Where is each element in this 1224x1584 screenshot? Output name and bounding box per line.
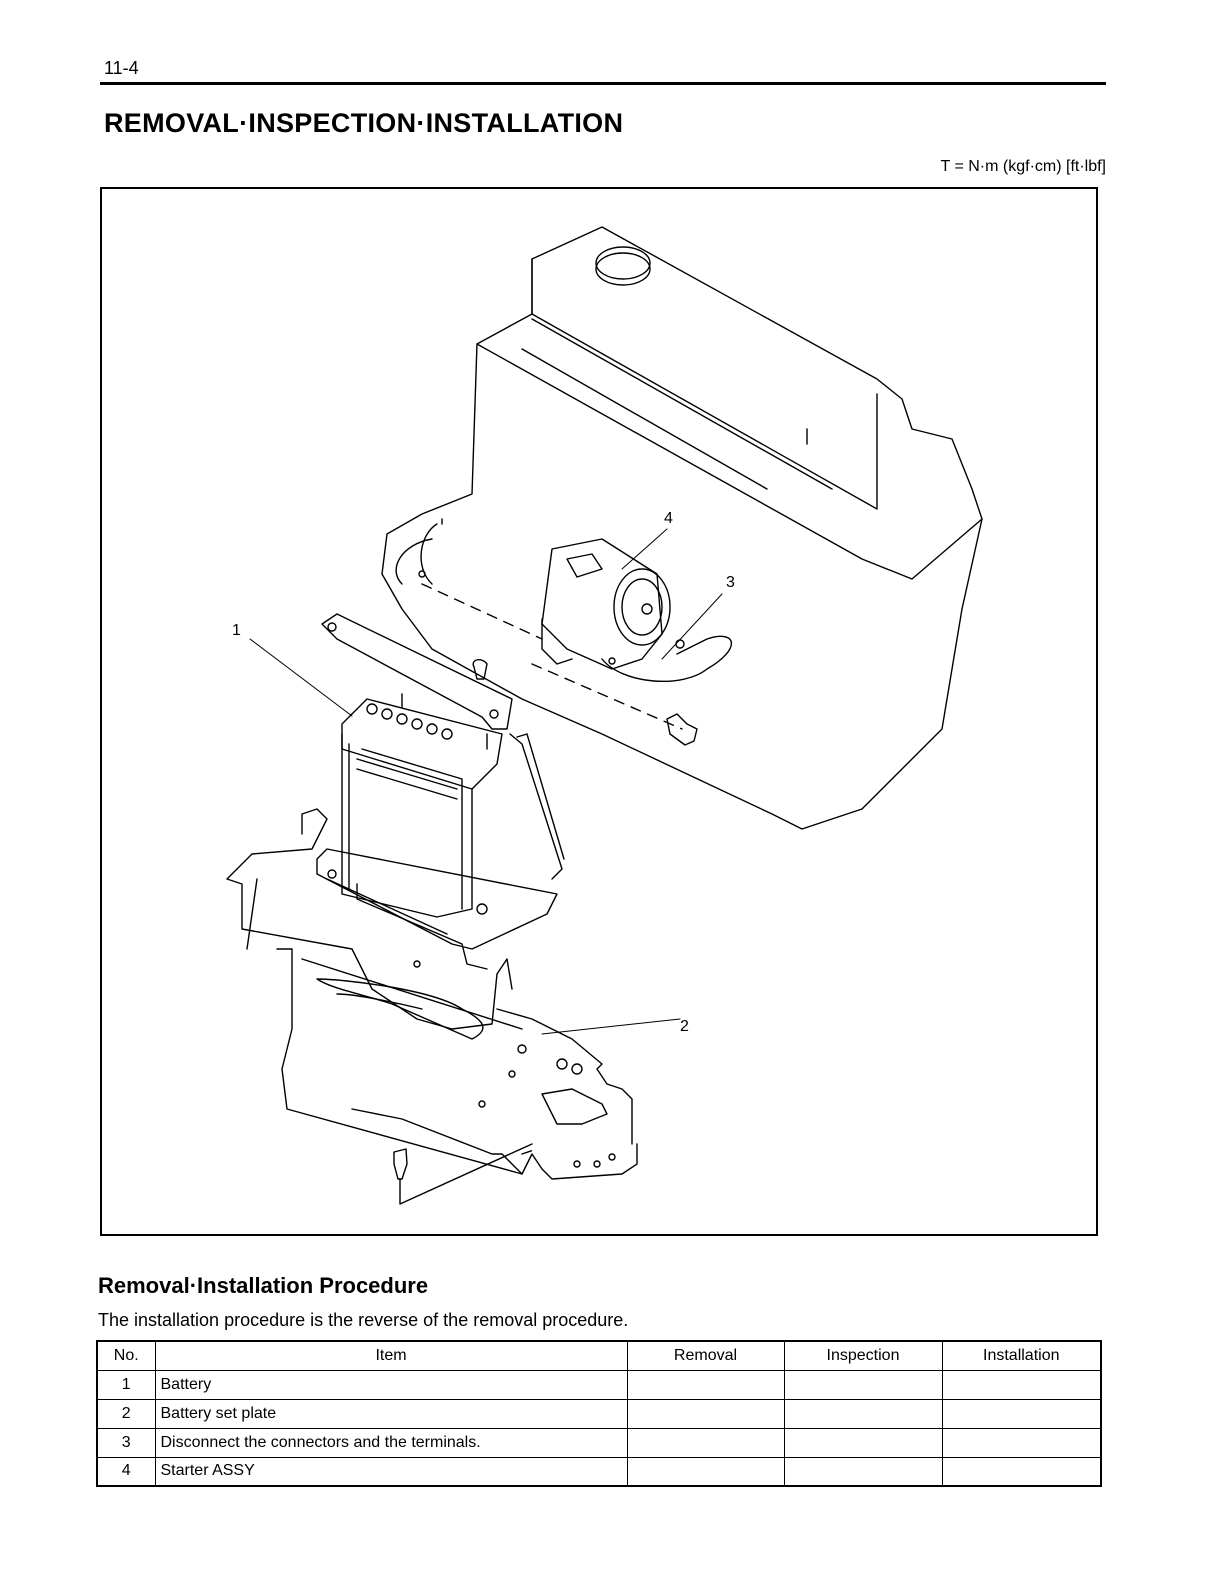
- procedure-table: No. Item Removal Inspection Installation…: [96, 1340, 1102, 1487]
- row-item: Battery set plate: [154, 1398, 628, 1429]
- battery-set-plate-drawing: [226, 808, 638, 1180]
- header-rule: [100, 82, 1106, 85]
- inspection-cell: [783, 1369, 943, 1400]
- removal-cell: [626, 1456, 785, 1487]
- table-header-row: No. Item Removal Inspection Installation: [96, 1340, 1102, 1371]
- row-number: 2: [96, 1398, 156, 1429]
- procedure-description: The installation procedure is the revers…: [98, 1310, 629, 1330]
- row-item: Disconnect the connectors and the termin…: [154, 1427, 628, 1458]
- callout-2: 2: [680, 1018, 689, 1035]
- table-row: 4 Starter ASSY: [96, 1456, 1102, 1487]
- callout-4: 4: [664, 510, 673, 527]
- inspection-cell: [783, 1456, 943, 1487]
- removal-cell: [626, 1398, 785, 1429]
- column-header-item: Item: [154, 1340, 628, 1371]
- column-header-inspection: Inspection: [783, 1340, 943, 1371]
- column-header-installation: Installation: [941, 1340, 1102, 1371]
- bolt-drawings: [393, 659, 698, 1205]
- removal-cell: [626, 1427, 785, 1458]
- installation-cell: [941, 1369, 1102, 1400]
- table-row: 3 Disconnect the connectors and the term…: [96, 1427, 1102, 1458]
- starter-motor-drawing: [541, 538, 733, 683]
- removal-cell: [626, 1369, 785, 1400]
- installation-cell: [941, 1398, 1102, 1429]
- table-row: 2 Battery set plate: [96, 1398, 1102, 1429]
- callout-1: 1: [232, 622, 241, 639]
- assembly-guide-lines: [421, 583, 683, 1155]
- torque-unit-note: T = N·m (kgf·cm) [ft·lbf]: [940, 158, 1106, 175]
- battery-drawing: [341, 693, 565, 918]
- procedure-section-title: Removal·Installation Procedure: [98, 1273, 429, 1298]
- table-row: 1 Battery: [96, 1369, 1102, 1400]
- exploded-view-drawing: 1 2 3 4: [226, 226, 983, 1205]
- callout-leaders: [249, 528, 723, 1035]
- row-number: 4: [96, 1456, 156, 1487]
- page-title: REMOVAL·INSPECTION·INSTALLATION: [104, 108, 624, 138]
- page-number: 11-4: [104, 58, 139, 78]
- installation-cell: [941, 1456, 1102, 1487]
- battery-clamp-drawing: [321, 613, 513, 730]
- inspection-cell: [783, 1427, 943, 1458]
- row-number: 1: [96, 1369, 156, 1400]
- row-item: Starter ASSY: [154, 1456, 628, 1487]
- engine-block-drawing: [381, 226, 983, 830]
- callout-3: 3: [726, 574, 735, 591]
- row-item: Battery: [154, 1369, 628, 1400]
- row-number: 3: [96, 1427, 156, 1458]
- inspection-cell: [783, 1398, 943, 1429]
- column-header-no: No.: [96, 1340, 156, 1371]
- column-header-removal: Removal: [626, 1340, 785, 1371]
- installation-cell: [941, 1427, 1102, 1458]
- exploded-view-figure: 1 2 3 4: [100, 187, 1098, 1236]
